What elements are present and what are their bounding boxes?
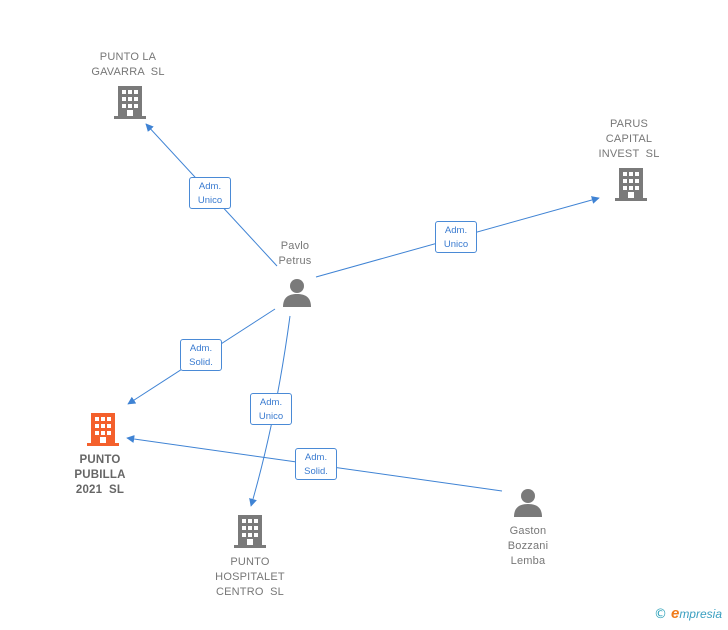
label-line: Gaston [509, 525, 547, 537]
role-line: Solid. [304, 466, 328, 477]
label-line: PUNTO LA [99, 51, 157, 63]
node-label-pavlo-petrus[interactable]: Pavlo Petrus [265, 239, 325, 269]
label-line: HOSPITALET [215, 571, 285, 583]
person-icon[interactable] [514, 489, 542, 517]
role-line: Adm. [259, 397, 283, 408]
building-icon[interactable] [87, 413, 119, 446]
label-line: PARUS [609, 118, 649, 130]
label-line: PUBILLA [74, 469, 126, 481]
role-line: Adm. [189, 343, 213, 354]
label-line: Bozzani [507, 540, 549, 552]
role-badge-pubilla-bozzani[interactable]: Adm. Solid. [295, 448, 337, 480]
role-line: Unico [258, 411, 284, 422]
label-line: Pavlo [280, 240, 310, 252]
role-badge-parus[interactable]: Adm. Unico [435, 221, 477, 253]
brand-initial: e [670, 605, 680, 622]
label-line: 2021 SL [75, 484, 125, 496]
label-line: CENTRO SL [215, 586, 284, 598]
building-icon[interactable] [114, 86, 146, 119]
label-line: PUNTO [230, 556, 270, 568]
label-line: GAVARRA SL [91, 66, 165, 78]
role-line: Adm. [304, 452, 328, 463]
role-line: Unico [197, 195, 223, 206]
role-line: Unico [443, 239, 469, 250]
building-icon[interactable] [615, 168, 647, 201]
node-label-punto-la-gavarra[interactable]: PUNTO LA GAVARRA SL [80, 50, 176, 80]
role-line: Adm. [444, 225, 468, 236]
node-label-gaston-bozzani[interactable]: Gaston Bozzani Lemba [493, 524, 563, 569]
label-line: PUNTO [79, 454, 121, 466]
label-line: Lemba [510, 555, 546, 567]
role-line: Adm. [198, 181, 222, 192]
label-line: CAPITAL [605, 133, 653, 145]
label-line: Petrus [278, 255, 312, 267]
copyright-brand: ©empresia [654, 605, 722, 622]
node-label-parus-capital[interactable]: PARUS CAPITAL INVEST SL [584, 117, 674, 162]
building-icon[interactable] [234, 515, 266, 548]
brand-name: mpresia [679, 607, 722, 621]
role-line: Solid. [189, 357, 213, 368]
node-label-punto-pubilla[interactable]: PUNTO PUBILLA 2021 SL [60, 453, 140, 498]
node-label-punto-hospitalet[interactable]: PUNTO HOSPITALET CENTRO SL [202, 555, 298, 600]
role-badge-gavarra[interactable]: Adm. Unico [189, 177, 231, 209]
role-badge-hospitalet[interactable]: Adm. Unico [250, 393, 292, 425]
role-badge-pubilla-petrus[interactable]: Adm. Solid. [180, 339, 222, 371]
person-icon[interactable] [283, 279, 311, 307]
copyright-icon: © [653, 607, 667, 622]
label-line: INVEST SL [598, 148, 660, 160]
